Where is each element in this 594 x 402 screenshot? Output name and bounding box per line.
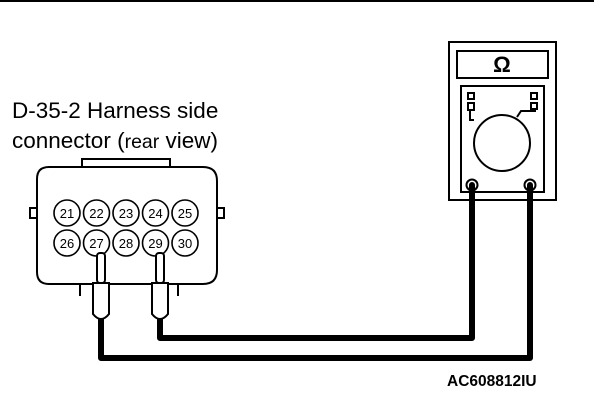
- figure-id: AC608812IU: [447, 373, 537, 390]
- pin-29-label: 29: [148, 236, 162, 251]
- pin-23-circle: [112, 199, 140, 227]
- range-indicator-lines: [469, 110, 536, 121]
- connector-subtitle-rear: rear: [124, 131, 160, 153]
- connector-subtitle-view: view): [159, 128, 219, 153]
- pin-30-circle: [171, 229, 199, 257]
- probe-tip-1: [96, 252, 106, 284]
- pin-27-label: 27: [89, 236, 103, 251]
- range-mark-1: [467, 92, 475, 100]
- connector-top-tab: [81, 158, 171, 168]
- pin-28-label: 28: [119, 236, 133, 251]
- pin-22-circle: [82, 199, 111, 227]
- range-mark-3: [530, 92, 538, 100]
- range-mark-4: [530, 102, 538, 110]
- pin-30-label: 30: [178, 236, 192, 251]
- pin-22-label: 22: [89, 206, 103, 221]
- connector-left-latch: [29, 207, 38, 219]
- pin-28-circle: [112, 229, 140, 257]
- connector-subtitle: connector (rear view): [12, 126, 218, 157]
- pin-25-circle: [171, 199, 199, 227]
- pin-group: [53, 199, 199, 257]
- selector-dial: [473, 114, 531, 172]
- range-mark-2: [467, 102, 475, 111]
- lead-wire-2: [157, 182, 475, 341]
- pin-23-label: 23: [119, 206, 133, 221]
- probe-handle-1: [92, 282, 110, 320]
- connector-title: D-35-2 Harness side: [12, 98, 219, 123]
- connector-subtitle-paren: (: [117, 128, 125, 153]
- probe-handle-2: [151, 282, 169, 320]
- pin-26-label: 26: [60, 236, 74, 251]
- ohm-symbol: Ω: [493, 52, 511, 77]
- connector-right-latch: [216, 207, 225, 219]
- pin-21-circle: [53, 199, 81, 227]
- pin-26-circle: [53, 229, 81, 257]
- pin-21-label: 21: [60, 206, 74, 221]
- pin-24-circle: [141, 199, 170, 227]
- connector-subtitle-main: connector: [12, 128, 111, 153]
- probe-tip-2: [155, 252, 165, 284]
- pin-24-label: 24: [148, 206, 162, 221]
- pin-25-label: 25: [178, 206, 192, 221]
- lead-wire-1: [98, 182, 533, 361]
- top-border-rule: [0, 0, 594, 2]
- connector-bottom-feet: [79, 284, 179, 296]
- multimeter-display: [456, 50, 549, 79]
